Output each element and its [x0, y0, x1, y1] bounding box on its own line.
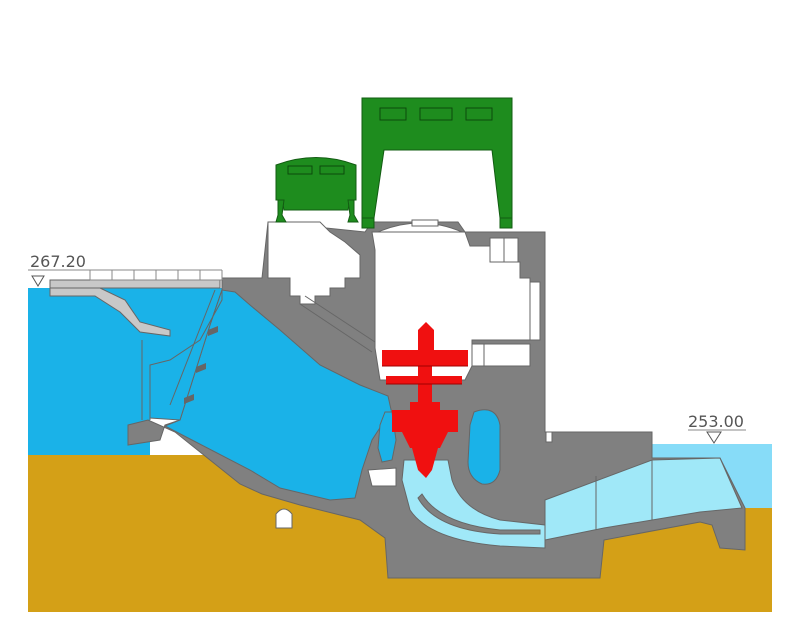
downstream-level-label: 253.00	[688, 412, 744, 431]
triangle-down-icon	[31, 275, 45, 287]
generator-top	[418, 322, 434, 350]
intake-crane-window	[319, 165, 345, 175]
spiral-case-gap	[367, 467, 397, 487]
drain-slot	[184, 394, 194, 404]
intake-crane-body	[275, 157, 357, 211]
reservoir-dam-face	[149, 289, 223, 421]
intake-diagonal	[304, 295, 376, 343]
intake-crane-leg-left	[275, 199, 287, 223]
intake-crane-window	[287, 165, 313, 175]
intake-water-passage	[163, 289, 393, 501]
drain-slot	[196, 363, 206, 373]
dam-crest-road	[49, 279, 221, 289]
tailrace-gate-slot	[545, 431, 553, 443]
intake-gantry-crane	[275, 157, 359, 223]
tailrace-water	[652, 444, 772, 508]
main-crane-window	[379, 107, 407, 121]
intake-diagonal	[299, 303, 373, 353]
intake-crane-leg-right	[347, 199, 359, 223]
reservoir-water	[28, 288, 222, 455]
main-crane-foot-right	[499, 217, 513, 229]
dam-crest-overhang	[49, 287, 171, 337]
upstream-level-marker: 267.20	[28, 252, 90, 287]
dam-joint-line	[169, 289, 216, 406]
main-crane-foot-left	[361, 217, 375, 229]
main-crane-window	[465, 107, 493, 121]
transformer-bay	[471, 343, 531, 367]
intake-upper-structure	[267, 221, 361, 305]
generator-rotor	[382, 350, 468, 366]
draft-tube-pier	[417, 493, 541, 535]
triangle-down-icon	[706, 431, 722, 444]
turbine-outline	[382, 365, 468, 385]
roof-vent	[411, 219, 439, 227]
turbine-runner	[412, 448, 438, 478]
upstream-level-label: 267.20	[30, 252, 86, 271]
crest-railing	[89, 269, 223, 281]
powerhouse-gantry-crane	[361, 97, 513, 229]
generator-lower-bracket	[386, 376, 462, 384]
drainage-gallery	[275, 508, 293, 529]
turbine-casing	[392, 402, 458, 448]
draft-tube	[401, 459, 546, 549]
drain-slot	[208, 326, 218, 336]
spiral-case-right	[467, 409, 501, 485]
downstream-level-marker: 253.00	[688, 412, 746, 444]
turbine-generator-unit	[382, 322, 468, 478]
generator-shaft	[418, 366, 432, 376]
service-room	[529, 281, 541, 341]
main-crane-window	[419, 107, 453, 121]
tailrace-channel	[544, 457, 743, 541]
